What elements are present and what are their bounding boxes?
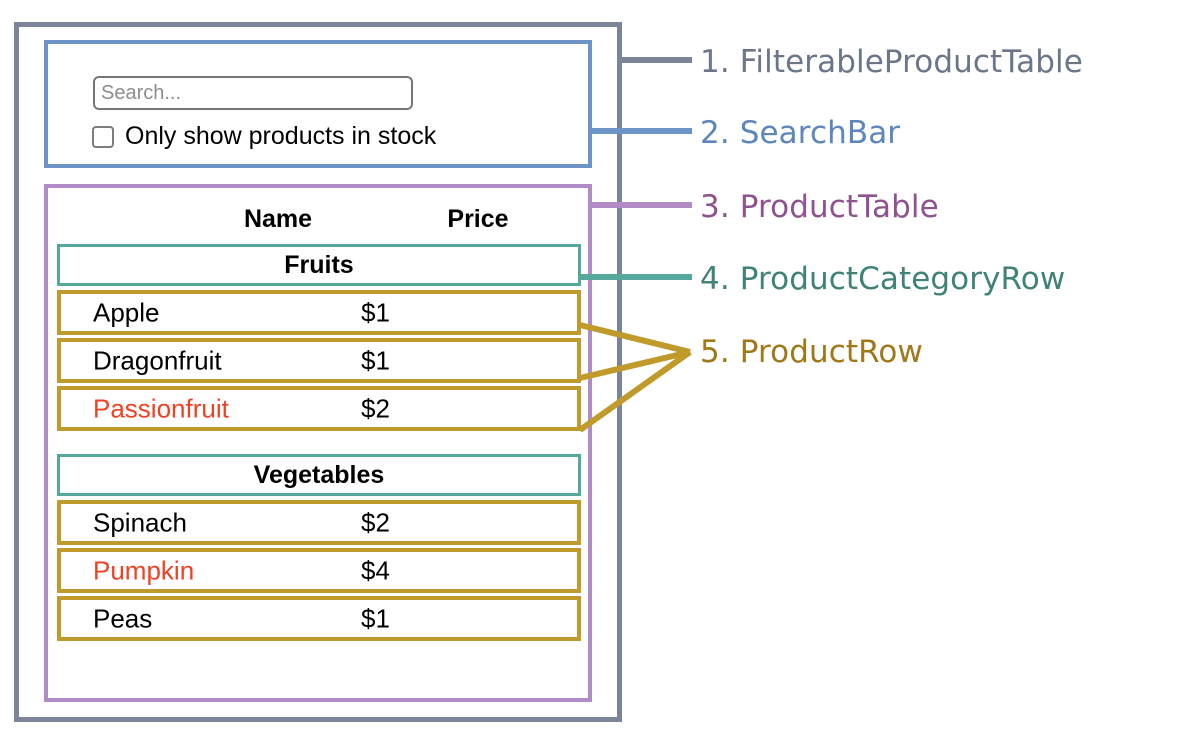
product-price: $2	[361, 507, 390, 537]
in-stock-checkbox-row[interactable]: Only show products in stock	[92, 124, 436, 149]
product-price: $1	[361, 297, 390, 327]
product-name: Peas	[93, 603, 153, 633]
product-name: Pumpkin	[93, 555, 195, 585]
legend-item-product-category-row: 4. ProductCategoryRow	[700, 261, 1066, 297]
product-price: $2	[361, 393, 390, 423]
product-name: Dragonfruit	[93, 345, 222, 375]
category-label: Vegetables	[253, 460, 385, 489]
column-header-price: Price	[447, 204, 509, 233]
legend-item-product-row: 5. ProductRow	[700, 334, 923, 370]
product-category-row: Fruits	[57, 244, 581, 286]
product-row: Peas $1	[57, 596, 581, 641]
product-row: Apple $1	[57, 290, 581, 335]
product-price: $4	[361, 555, 390, 585]
product-row: Passionfruit $2	[57, 386, 581, 431]
legend-item-product-table: 3. ProductTable	[700, 189, 939, 225]
checkbox-icon[interactable]	[92, 125, 114, 148]
product-table: Name Price Fruits Apple $1 Dragonfruit $…	[44, 184, 592, 702]
legend-item-filterable-product-table: 1. FilterableProductTable	[700, 44, 1083, 80]
legend-item-search-bar: 2. SearchBar	[700, 115, 901, 151]
column-header-name: Name	[243, 204, 313, 233]
category-label: Fruits	[284, 250, 354, 279]
in-stock-checkbox-label: Only show products in stock	[125, 122, 437, 150]
product-rows-area: Fruits Apple $1 Dragonfruit $1 Passionfr…	[57, 244, 583, 644]
product-name: Apple	[93, 297, 160, 327]
product-row: Dragonfruit $1	[57, 338, 581, 383]
product-row: Spinach $2	[57, 500, 581, 545]
product-category-row: Vegetables	[57, 454, 581, 496]
search-input[interactable]	[93, 76, 413, 110]
product-table-header-row: Name Price	[58, 198, 578, 240]
search-bar: Only show products in stock	[44, 40, 592, 168]
product-name: Passionfruit	[93, 393, 229, 423]
product-price: $1	[361, 345, 390, 375]
product-name: Spinach	[93, 507, 187, 537]
product-row: Pumpkin $4	[57, 548, 581, 593]
category-spacer	[57, 434, 583, 454]
product-price: $1	[361, 603, 390, 633]
